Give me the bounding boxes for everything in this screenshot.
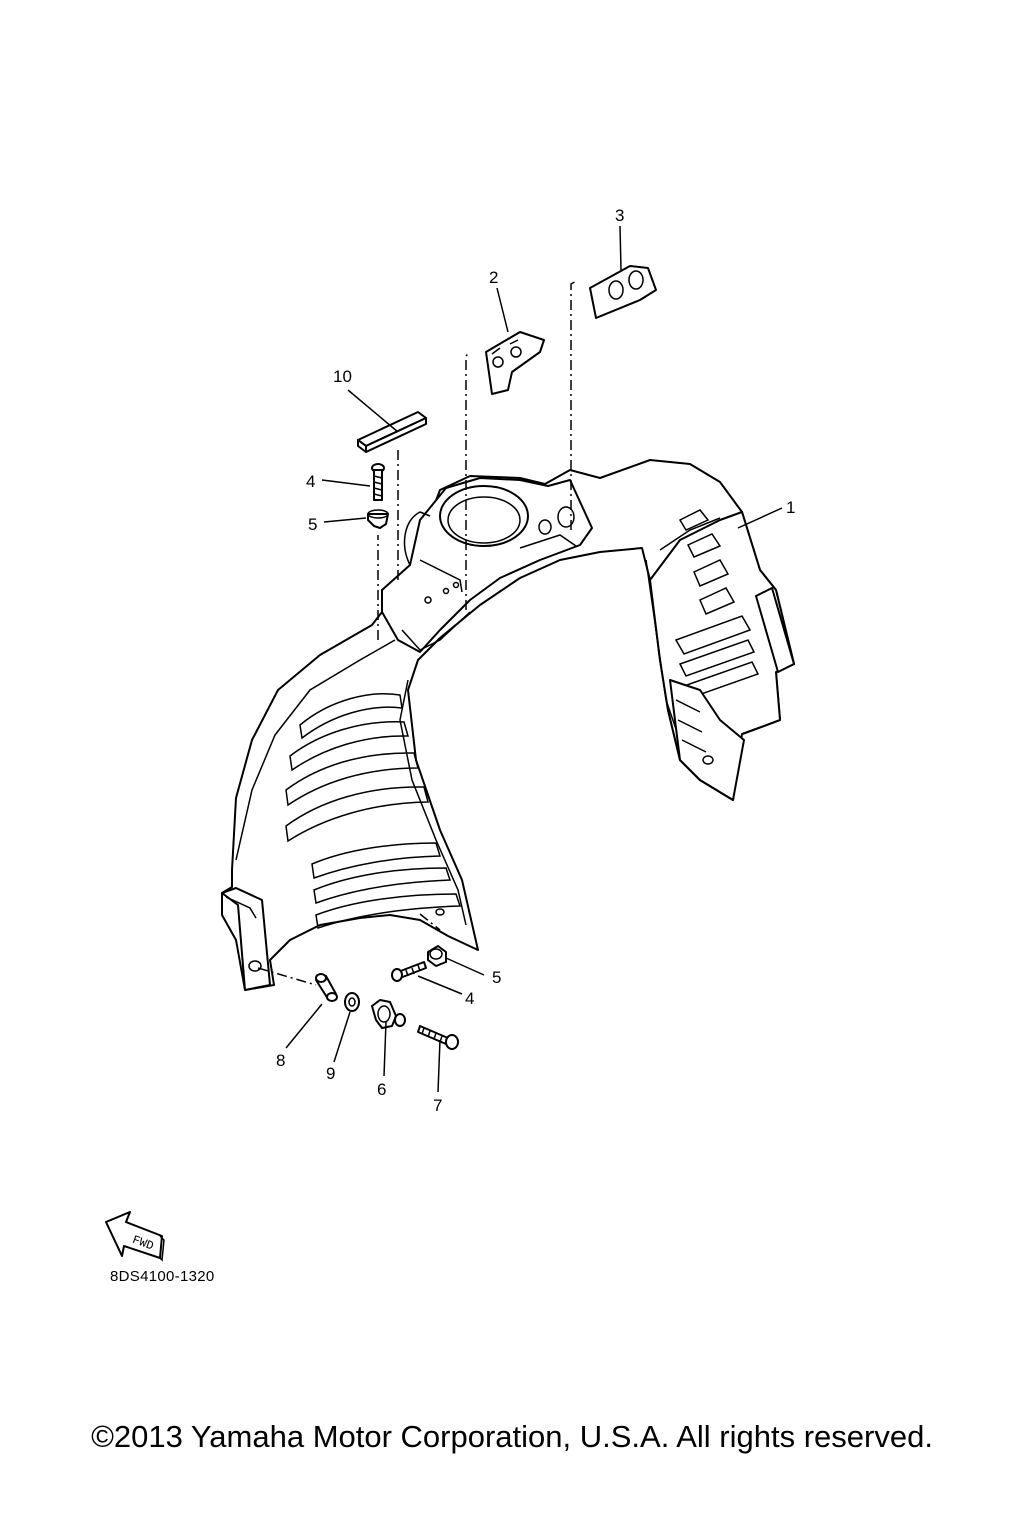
front-cover-part-1	[221, 459, 795, 991]
collar-part-8	[315, 973, 338, 1002]
callout-8: 8	[276, 1051, 285, 1070]
callout-7: 7	[433, 1096, 442, 1115]
copyright-notice: ©2013 Yamaha Motor Corporation, U.S.A. A…	[91, 1419, 933, 1454]
screw-part-4-upper	[371, 463, 385, 501]
callout-6: 6	[377, 1080, 386, 1099]
callout-2: 2	[489, 268, 498, 287]
callout-9: 9	[326, 1064, 335, 1083]
grommet-part-5-lower	[427, 945, 447, 967]
pad-part-10	[357, 411, 427, 453]
callout-4-upper: 4	[306, 472, 315, 491]
screw-part-4-lower	[391, 961, 427, 982]
callout-5-lower: 5	[492, 968, 501, 987]
plate-part-2	[485, 331, 545, 395]
callout-5-upper: 5	[308, 515, 317, 534]
callout-1: 1	[786, 498, 795, 517]
plate-part-3	[589, 265, 657, 319]
callout-3: 3	[615, 206, 624, 225]
drawing-code: 8DS4100-1320	[110, 1268, 215, 1285]
fwd-label: FWD	[130, 1233, 155, 1254]
bolt-part-7	[417, 1025, 459, 1050]
damper-part-6	[371, 999, 406, 1029]
washer-part-9	[344, 992, 360, 1012]
leader-lines	[285, 225, 783, 1093]
grommet-part-5-upper	[367, 509, 389, 529]
callout-numbers: 1 2 3 4 4 5 5 6 7 8 9 10	[276, 206, 795, 1115]
callout-4-lower: 4	[465, 989, 474, 1008]
assembly-lines	[257, 279, 579, 986]
fwd-arrow-icon: FWD	[105, 1211, 165, 1262]
callout-10: 10	[333, 367, 352, 386]
